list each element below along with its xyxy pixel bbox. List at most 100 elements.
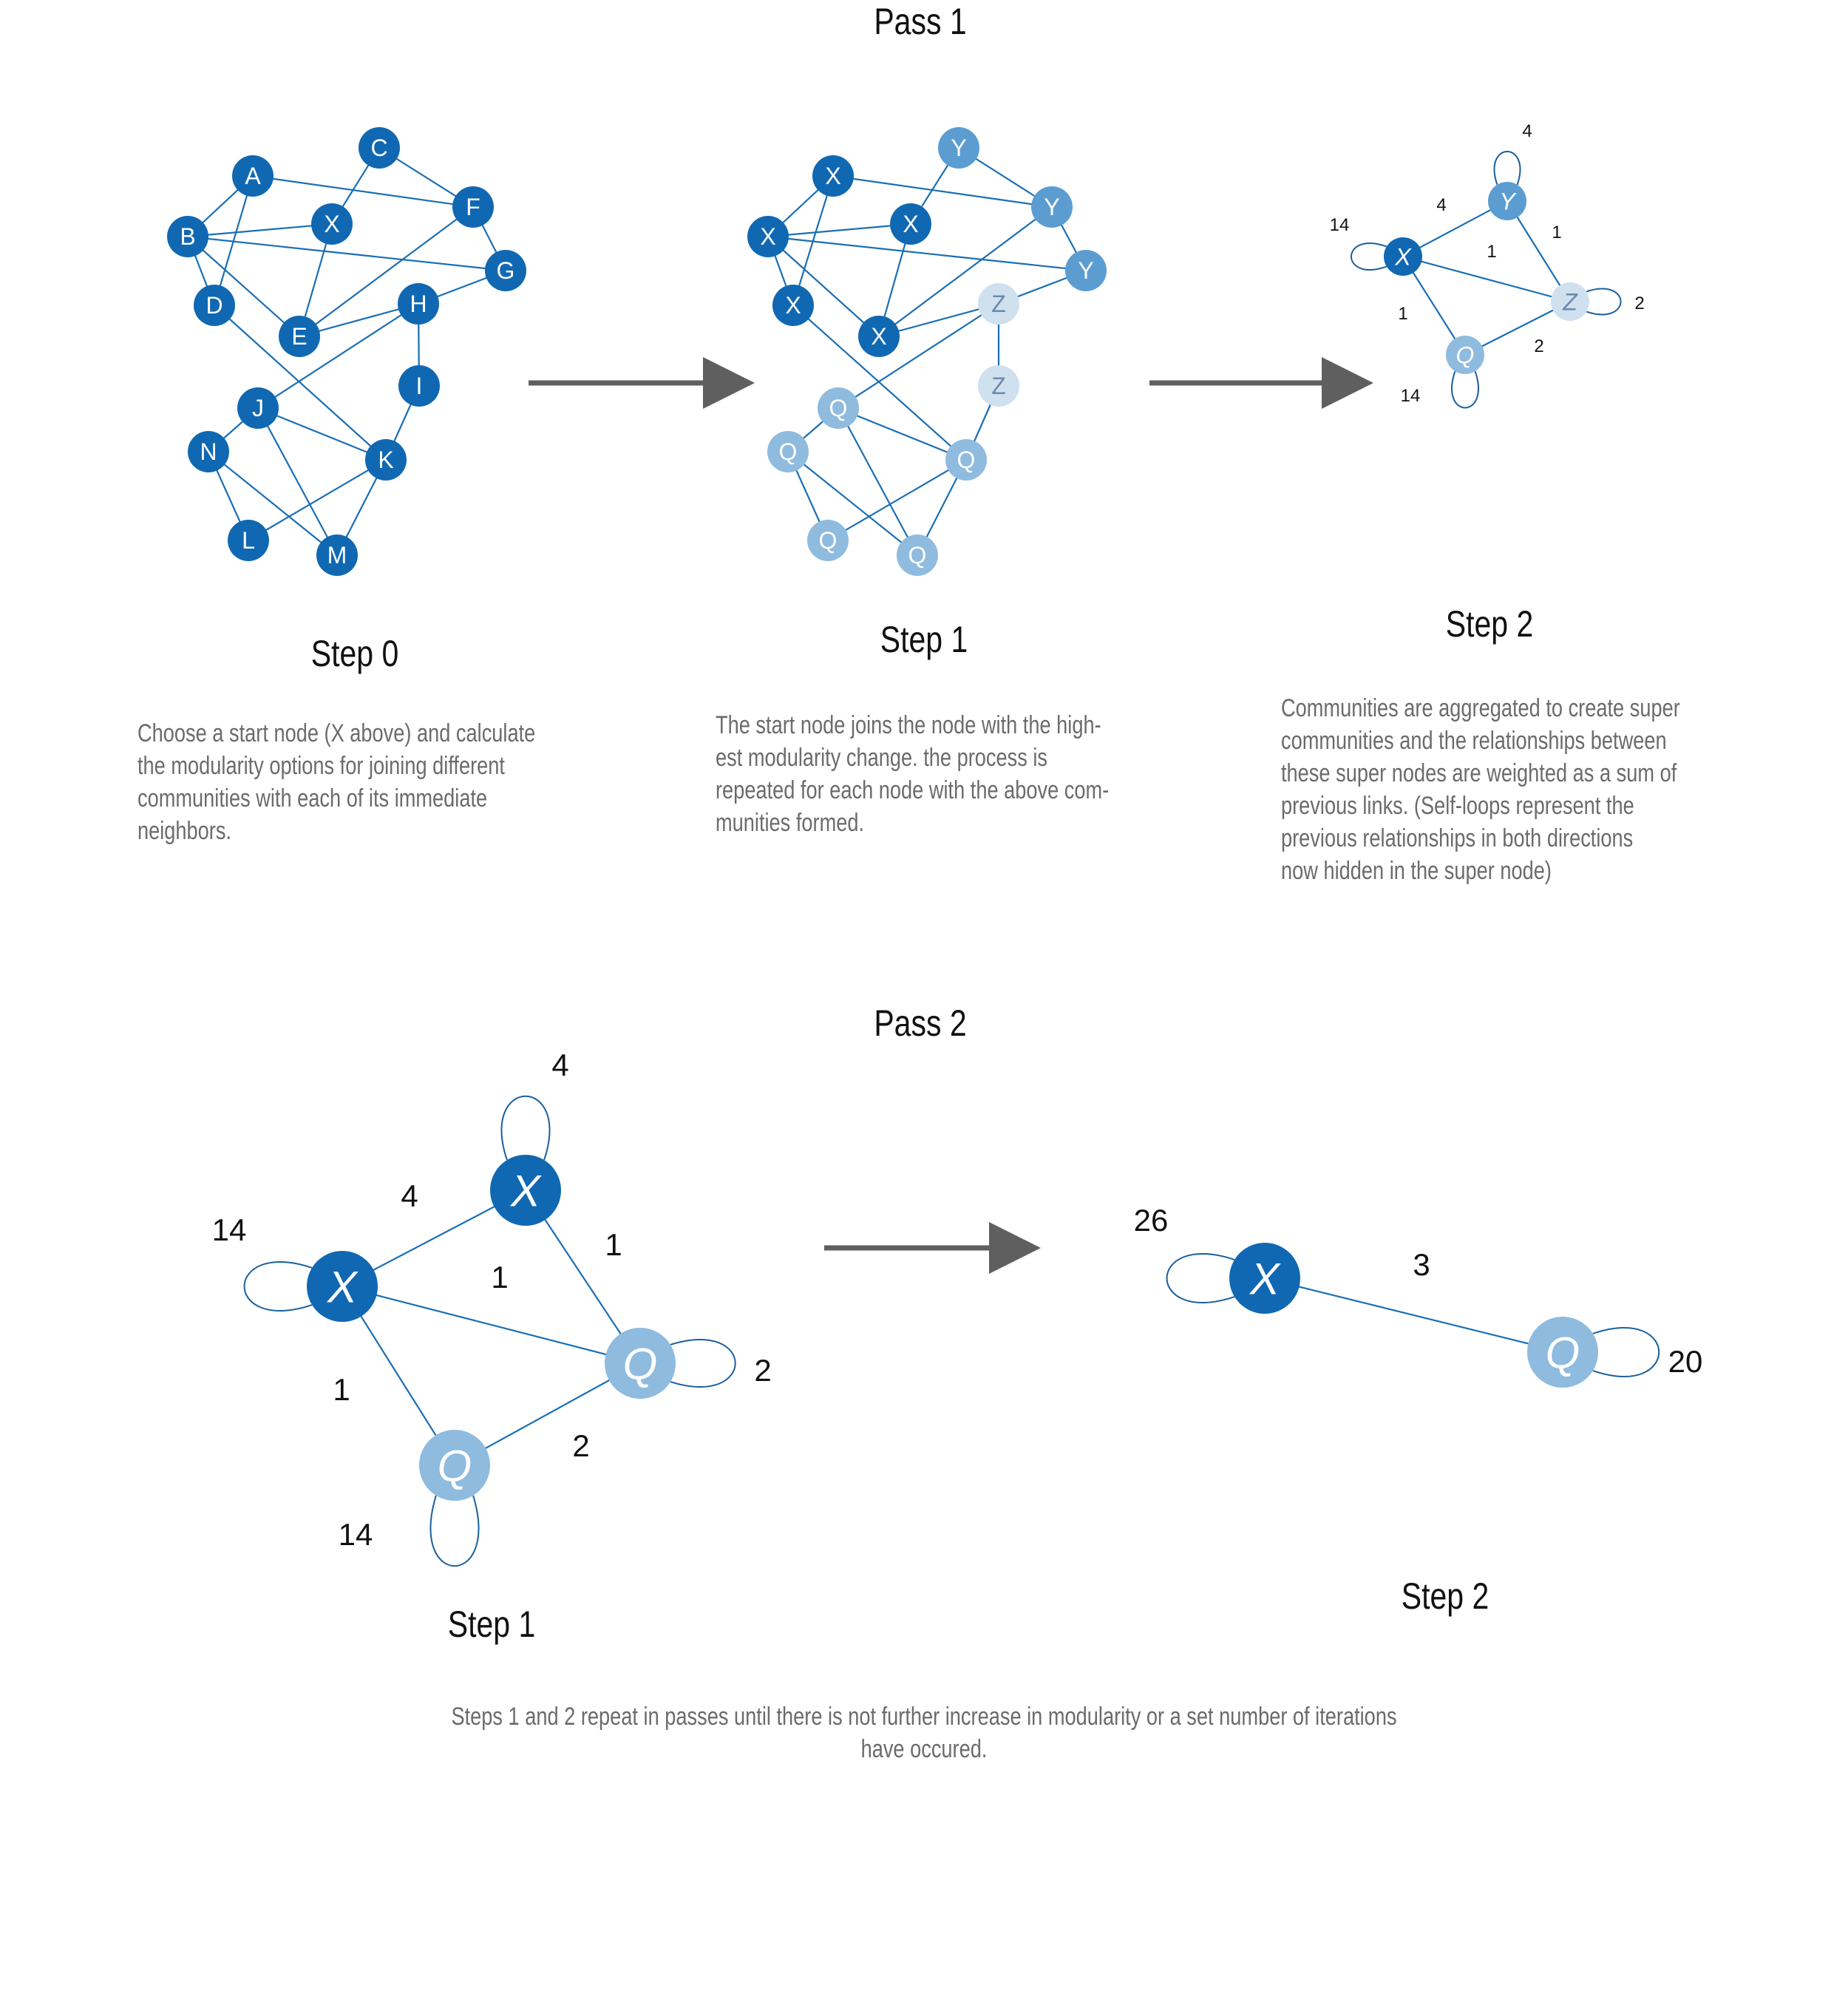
p2_step1-self-loop-Q2 bbox=[670, 1339, 736, 1388]
p2_step1-self-loop-X bbox=[243, 1261, 313, 1312]
step1-node-Y2 bbox=[1031, 186, 1073, 228]
step0-node-C bbox=[359, 127, 400, 169]
pass1-step1-title: Step 1 bbox=[880, 619, 968, 660]
p1_step2-node-Y bbox=[1488, 182, 1526, 220]
p2_step1-node-X bbox=[307, 1251, 378, 1322]
p2_step1-edge-weight-X-Q: 1 bbox=[333, 1372, 350, 1407]
step0-edge-K-L bbox=[248, 459, 387, 541]
p1_step2-edge-weight-X-Q: 1 bbox=[1398, 304, 1407, 324]
p1_step2-node-label-Z: Z bbox=[1562, 289, 1578, 316]
step0-node-N bbox=[188, 431, 229, 472]
p2_step2-edge-X-Q bbox=[1264, 1277, 1563, 1354]
step0-edge-B-E bbox=[187, 236, 300, 337]
step1-node-label-Q5: Q bbox=[908, 542, 927, 569]
p2_step2-self-loop-X bbox=[1166, 1253, 1235, 1303]
step0-node-L bbox=[228, 520, 269, 561]
step1-node-label-Z1: Z bbox=[991, 291, 1006, 317]
step1-node-label-Y2: Y bbox=[1044, 194, 1059, 220]
step1-edge-X2-X5 bbox=[767, 236, 880, 337]
step1-edge-X2-X3 bbox=[767, 223, 911, 238]
p2_step1-edge-X-Q2 bbox=[342, 1285, 641, 1365]
p2_step2-node-X bbox=[1229, 1243, 1300, 1314]
p1_step2-edge-weight-Q-Z: 2 bbox=[1534, 336, 1543, 356]
step0-node-label-X: X bbox=[324, 211, 339, 237]
step0-edge-J-M bbox=[257, 407, 338, 556]
p2_step1-loop-weight-X2: 4 bbox=[551, 1048, 568, 1082]
step1-node-X1 bbox=[812, 155, 854, 197]
p1_step2-node-label-X: X bbox=[1394, 244, 1412, 271]
step0-node-label-C: C bbox=[370, 135, 387, 161]
step0-node-label-L: L bbox=[242, 527, 255, 554]
step0-caption: Choose a start node (X above) and calcul… bbox=[137, 719, 536, 845]
step1-node-X5 bbox=[858, 316, 900, 357]
p1_step2-edge-X-Z bbox=[1402, 255, 1571, 303]
step1-node-Q2 bbox=[767, 431, 809, 472]
p1_step2-loop-weight-Y: 4 bbox=[1522, 121, 1532, 141]
p2_step1-edge-weight-X-X2: 4 bbox=[401, 1178, 418, 1213]
step0-node-D bbox=[194, 285, 235, 326]
p2_step1-edge-weight-Q-Q2: 2 bbox=[572, 1428, 589, 1463]
step1-node-Q1 bbox=[818, 387, 859, 429]
p2_step1-self-loop-X2 bbox=[500, 1095, 551, 1161]
step1-node-Q3 bbox=[945, 439, 987, 481]
p2_step1-node-Q bbox=[419, 1430, 490, 1501]
p2_step1-loop-weight-Q2: 2 bbox=[754, 1353, 771, 1388]
step0-node-E bbox=[279, 316, 320, 357]
step0-node-label-G: G bbox=[497, 257, 515, 284]
step1-node-label-Y1: Y bbox=[951, 135, 966, 161]
step1-edge-X2-Y3 bbox=[767, 235, 1087, 272]
p2_step2-self-loop-Q bbox=[1592, 1327, 1660, 1377]
step1-node-label-Q4: Q bbox=[819, 527, 838, 554]
step0-node-label-K: K bbox=[378, 447, 393, 473]
p1_step2-node-label-Q: Q bbox=[1456, 342, 1475, 369]
step0-node-label-B: B bbox=[180, 223, 195, 250]
pass2-step1-title: Step 1 bbox=[447, 1604, 536, 1645]
p2_step1-loop-weight-Q: 14 bbox=[339, 1517, 373, 1552]
step0-edge-J-K bbox=[257, 407, 387, 461]
step1-node-label-X1: X bbox=[825, 163, 840, 189]
p1_step2-self-loop-X bbox=[1351, 242, 1387, 271]
p2_step1-node-label-X2: X bbox=[509, 1167, 542, 1216]
step1-edge-Q1-Q3 bbox=[838, 407, 967, 461]
step1-edge-Q3-Q4 bbox=[827, 459, 967, 541]
footer-caption: Steps 1 and 2 repeat in passes until the… bbox=[451, 1703, 1397, 1763]
pass1-step2-title: Step 2 bbox=[1445, 603, 1534, 645]
p2_step1-node-label-Q2: Q bbox=[623, 1340, 658, 1389]
p1_step2-edge-weight-X-Z: 1 bbox=[1487, 242, 1496, 262]
step0-node-label-J: J bbox=[252, 395, 264, 421]
step1-node-Z2 bbox=[978, 365, 1019, 407]
p1_step2-edge-Q-Z bbox=[1464, 301, 1571, 356]
p1_step2-node-Z bbox=[1551, 282, 1589, 321]
p2_step1-node-Q2 bbox=[605, 1328, 676, 1399]
step1-caption: The start node joins the node with the h… bbox=[716, 711, 1110, 837]
step0-node-label-H: H bbox=[410, 291, 427, 317]
step0-node-label-D: D bbox=[205, 292, 222, 319]
step0-node-A bbox=[232, 155, 274, 197]
step0-node-label-M: M bbox=[327, 542, 347, 569]
step0-edge-F-E bbox=[299, 206, 474, 337]
step1-edge-X4-Q3 bbox=[792, 305, 967, 461]
step0-node-label-E: E bbox=[291, 323, 307, 350]
p1_step2-node-label-Y: Y bbox=[1499, 189, 1517, 215]
step0-node-J bbox=[237, 387, 279, 429]
step1-node-label-Z2: Z bbox=[991, 373, 1006, 399]
step1-node-Q4 bbox=[807, 520, 849, 561]
step0-edge-A-D bbox=[213, 175, 254, 306]
p2_step2-node-label-Q: Q bbox=[1546, 1329, 1580, 1378]
step0-edge-B-G bbox=[187, 235, 506, 272]
p2_step2-loop-weight-X: 26 bbox=[1134, 1203, 1169, 1238]
step0-node-label-N: N bbox=[200, 438, 217, 465]
p1_step2-self-loop-Z bbox=[1586, 288, 1622, 316]
p1_step2-self-loop-Q bbox=[1451, 370, 1479, 409]
step1-node-label-Q2: Q bbox=[779, 438, 798, 465]
pass1-title: Pass 1 bbox=[874, 1, 967, 42]
p2_step1-edge-weight-X-Q2: 1 bbox=[491, 1260, 508, 1294]
step0-node-I bbox=[398, 365, 440, 407]
step0-node-F bbox=[452, 186, 494, 228]
step0-edge-B-X bbox=[187, 223, 333, 238]
p1_step2-self-loop-Y bbox=[1493, 150, 1521, 186]
step0-node-G bbox=[485, 250, 526, 291]
p2_step1-edge-weight-X2-Q2: 1 bbox=[605, 1227, 622, 1262]
step1-node-label-Q3: Q bbox=[957, 447, 976, 473]
